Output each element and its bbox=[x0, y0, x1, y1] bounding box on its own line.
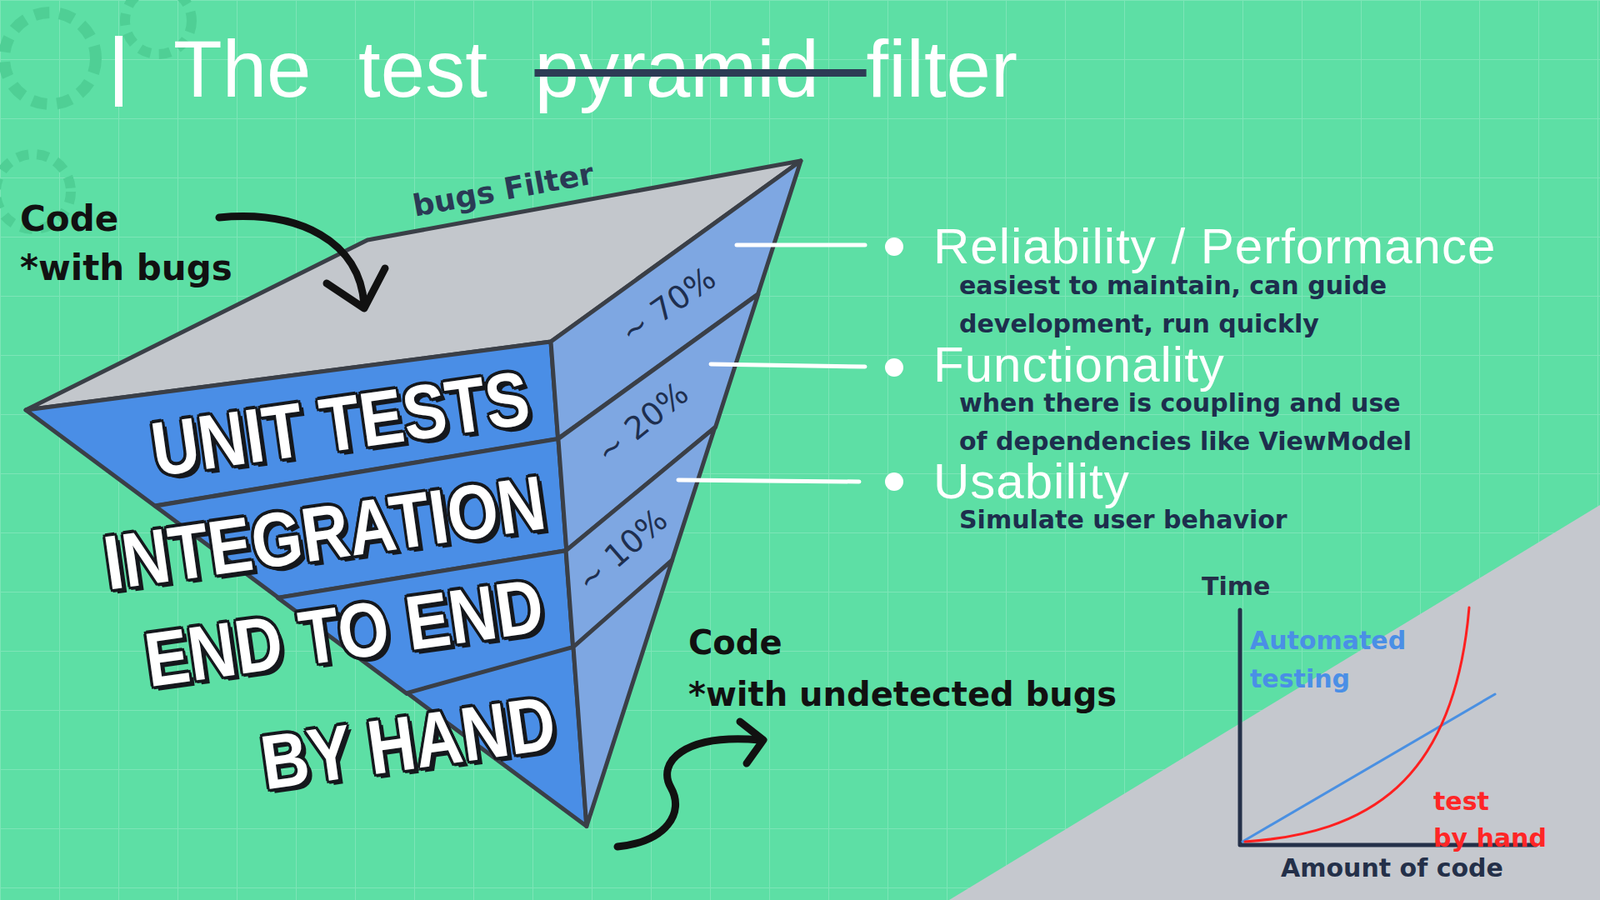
input-arrowhead bbox=[326, 268, 385, 309]
text-holder: BY HAND bbox=[234, 704, 582, 781]
bullet-note: Simulate user behavior bbox=[959, 500, 1288, 540]
output-arrowhead bbox=[740, 721, 764, 764]
text-holder: The test pyramid filter bbox=[173, 25, 1018, 114]
text-holder: ~ 10% bbox=[569, 532, 676, 570]
automated-line bbox=[1242, 694, 1495, 842]
leader-line bbox=[710, 364, 865, 367]
title-bar bbox=[115, 35, 123, 107]
title-word: pyramid bbox=[535, 24, 867, 114]
bullet-dot bbox=[885, 472, 904, 491]
text-line: when there is coupling and use bbox=[959, 384, 1412, 423]
text-line: Code bbox=[688, 616, 1117, 669]
series-label: Automated testing bbox=[1250, 621, 1406, 699]
title: The test pyramid filter bbox=[173, 25, 1018, 114]
text-holder: Automated testing bbox=[1250, 621, 1406, 699]
title-word: filter bbox=[866, 24, 1018, 114]
bullet-note: when there is coupling and use of depend… bbox=[959, 384, 1412, 461]
input-label: Code *with bugs bbox=[20, 194, 233, 293]
chart-axes bbox=[1240, 610, 1536, 845]
text-holder: Reliability / Performance bbox=[933, 221, 1496, 272]
text-holder: Usability bbox=[933, 456, 1130, 507]
axis-label: Time bbox=[1201, 571, 1270, 602]
text-holder: when there is coupling and use of depend… bbox=[959, 384, 1412, 461]
axis-label: Amount of code bbox=[1280, 853, 1504, 884]
text-holder: Code *with undetected bugs bbox=[688, 616, 1117, 720]
text-line: test bbox=[1433, 783, 1547, 820]
bullet-dot bbox=[885, 237, 904, 256]
text-holder: Simulate user behavior bbox=[959, 500, 1288, 540]
text-line: *with undetected bugs bbox=[688, 668, 1117, 720]
series-label: test by hand bbox=[1433, 783, 1547, 857]
bullet-heading: Usability bbox=[933, 456, 1130, 507]
bullet-heading: Reliability / Performance bbox=[933, 221, 1496, 272]
text-line: Automated bbox=[1250, 621, 1406, 660]
bullet-dot bbox=[885, 358, 904, 377]
leader-line bbox=[678, 480, 860, 482]
text-line: testing bbox=[1250, 660, 1406, 699]
output-arrow bbox=[617, 739, 760, 847]
bullet-note: easiest to maintain, can guide developme… bbox=[959, 266, 1387, 344]
text-holder: test by hand bbox=[1433, 783, 1547, 857]
bullet-heading: Functionality bbox=[933, 340, 1225, 390]
title-word: test bbox=[358, 24, 535, 114]
text-line: Code bbox=[20, 194, 233, 244]
text-holder: Amount of code bbox=[1280, 853, 1504, 884]
text-holder: Time bbox=[1201, 571, 1270, 602]
text-holder: easiest to maintain, can guide developme… bbox=[959, 266, 1387, 344]
title-word: The bbox=[173, 24, 359, 114]
text-line: of dependencies like ViewModel bbox=[959, 422, 1412, 461]
gear-decoration bbox=[4, 12, 96, 105]
band-label: BY HAND bbox=[255, 684, 560, 801]
text-line: *with bugs bbox=[20, 243, 233, 293]
text-holder: END TO END bbox=[108, 594, 580, 671]
leader-line bbox=[736, 243, 865, 248]
output-label: Code *with undetected bugs bbox=[688, 616, 1117, 720]
text-holder: ~ 20% bbox=[589, 405, 696, 442]
text-holder: Functionality bbox=[933, 340, 1225, 390]
text-holder: bugs Filter bbox=[411, 172, 595, 207]
text-holder: Code *with bugs bbox=[20, 194, 233, 293]
text-line: easiest to maintain, can guide bbox=[959, 266, 1387, 305]
band-side-face bbox=[573, 560, 673, 827]
text-line: development, run quickly bbox=[959, 305, 1387, 344]
text-line: by hand bbox=[1433, 820, 1547, 857]
text-holder: ~ 70% bbox=[615, 287, 722, 325]
